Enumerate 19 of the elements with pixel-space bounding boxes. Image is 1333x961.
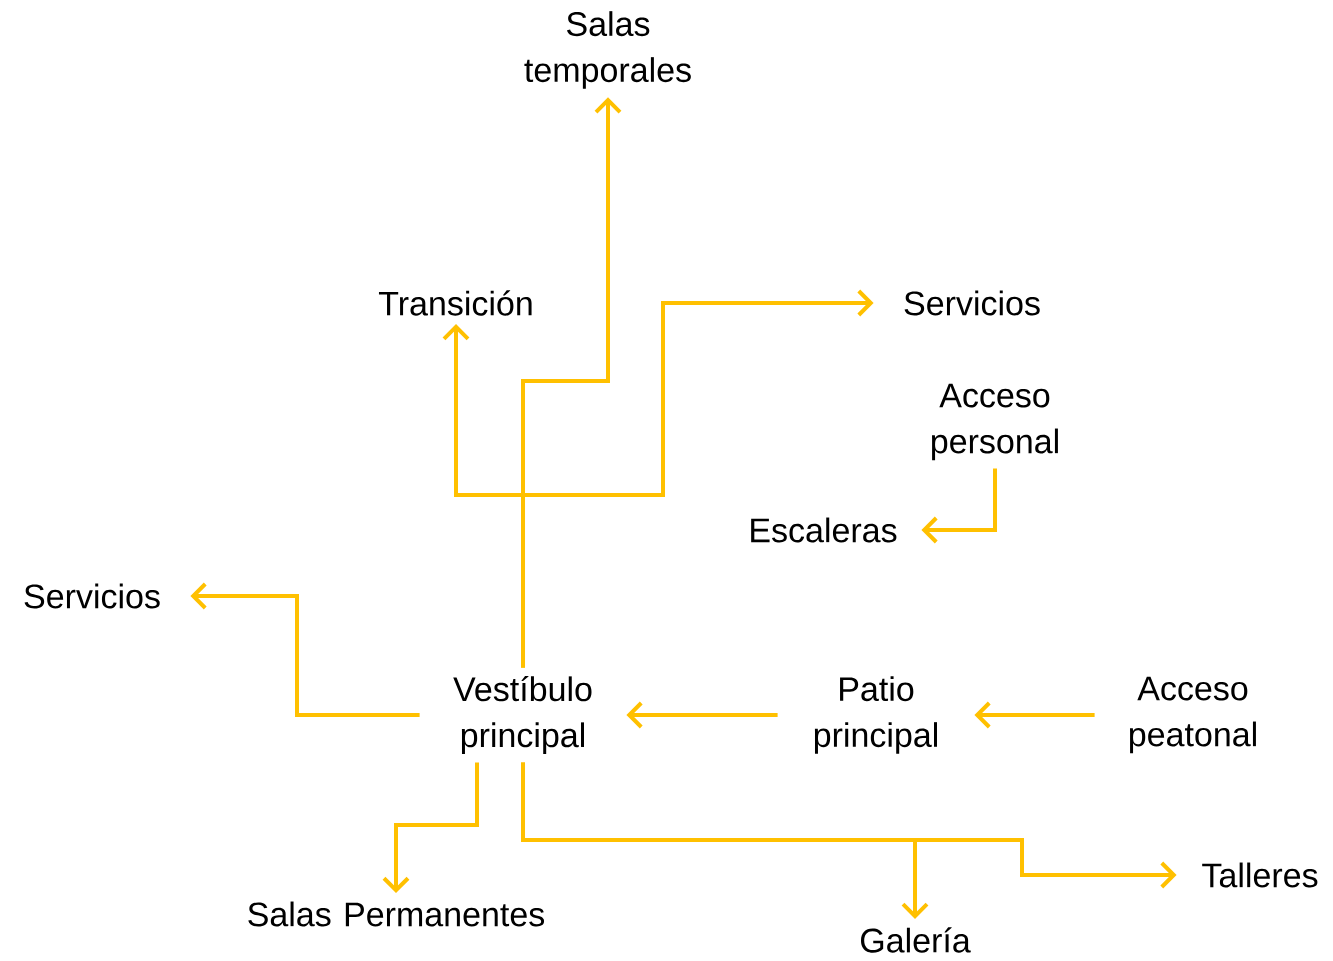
arrow xyxy=(382,762,479,894)
arrow xyxy=(921,468,997,544)
place-label: Acceso peatonal xyxy=(1130,676,1256,754)
place-label: Talleres xyxy=(1202,862,1318,888)
arrow xyxy=(521,762,1177,889)
arrow xyxy=(626,701,778,729)
place-label: Servicios xyxy=(904,290,1040,316)
arrow xyxy=(190,582,420,717)
place-label: Escaleras xyxy=(751,517,897,543)
arrow xyxy=(521,289,874,668)
place-label: Salas Permanentes xyxy=(248,901,545,927)
place-label: Galería xyxy=(861,927,971,953)
place-label: Servicios xyxy=(24,583,160,609)
place-label: Patio principal xyxy=(814,676,937,754)
arrow xyxy=(974,701,1095,729)
place-label: Acceso personal xyxy=(932,383,1058,461)
place-label: Vestíbulo principal xyxy=(453,675,592,755)
place-label: Transición xyxy=(378,290,532,316)
place-label: Salas temporales xyxy=(524,11,691,89)
